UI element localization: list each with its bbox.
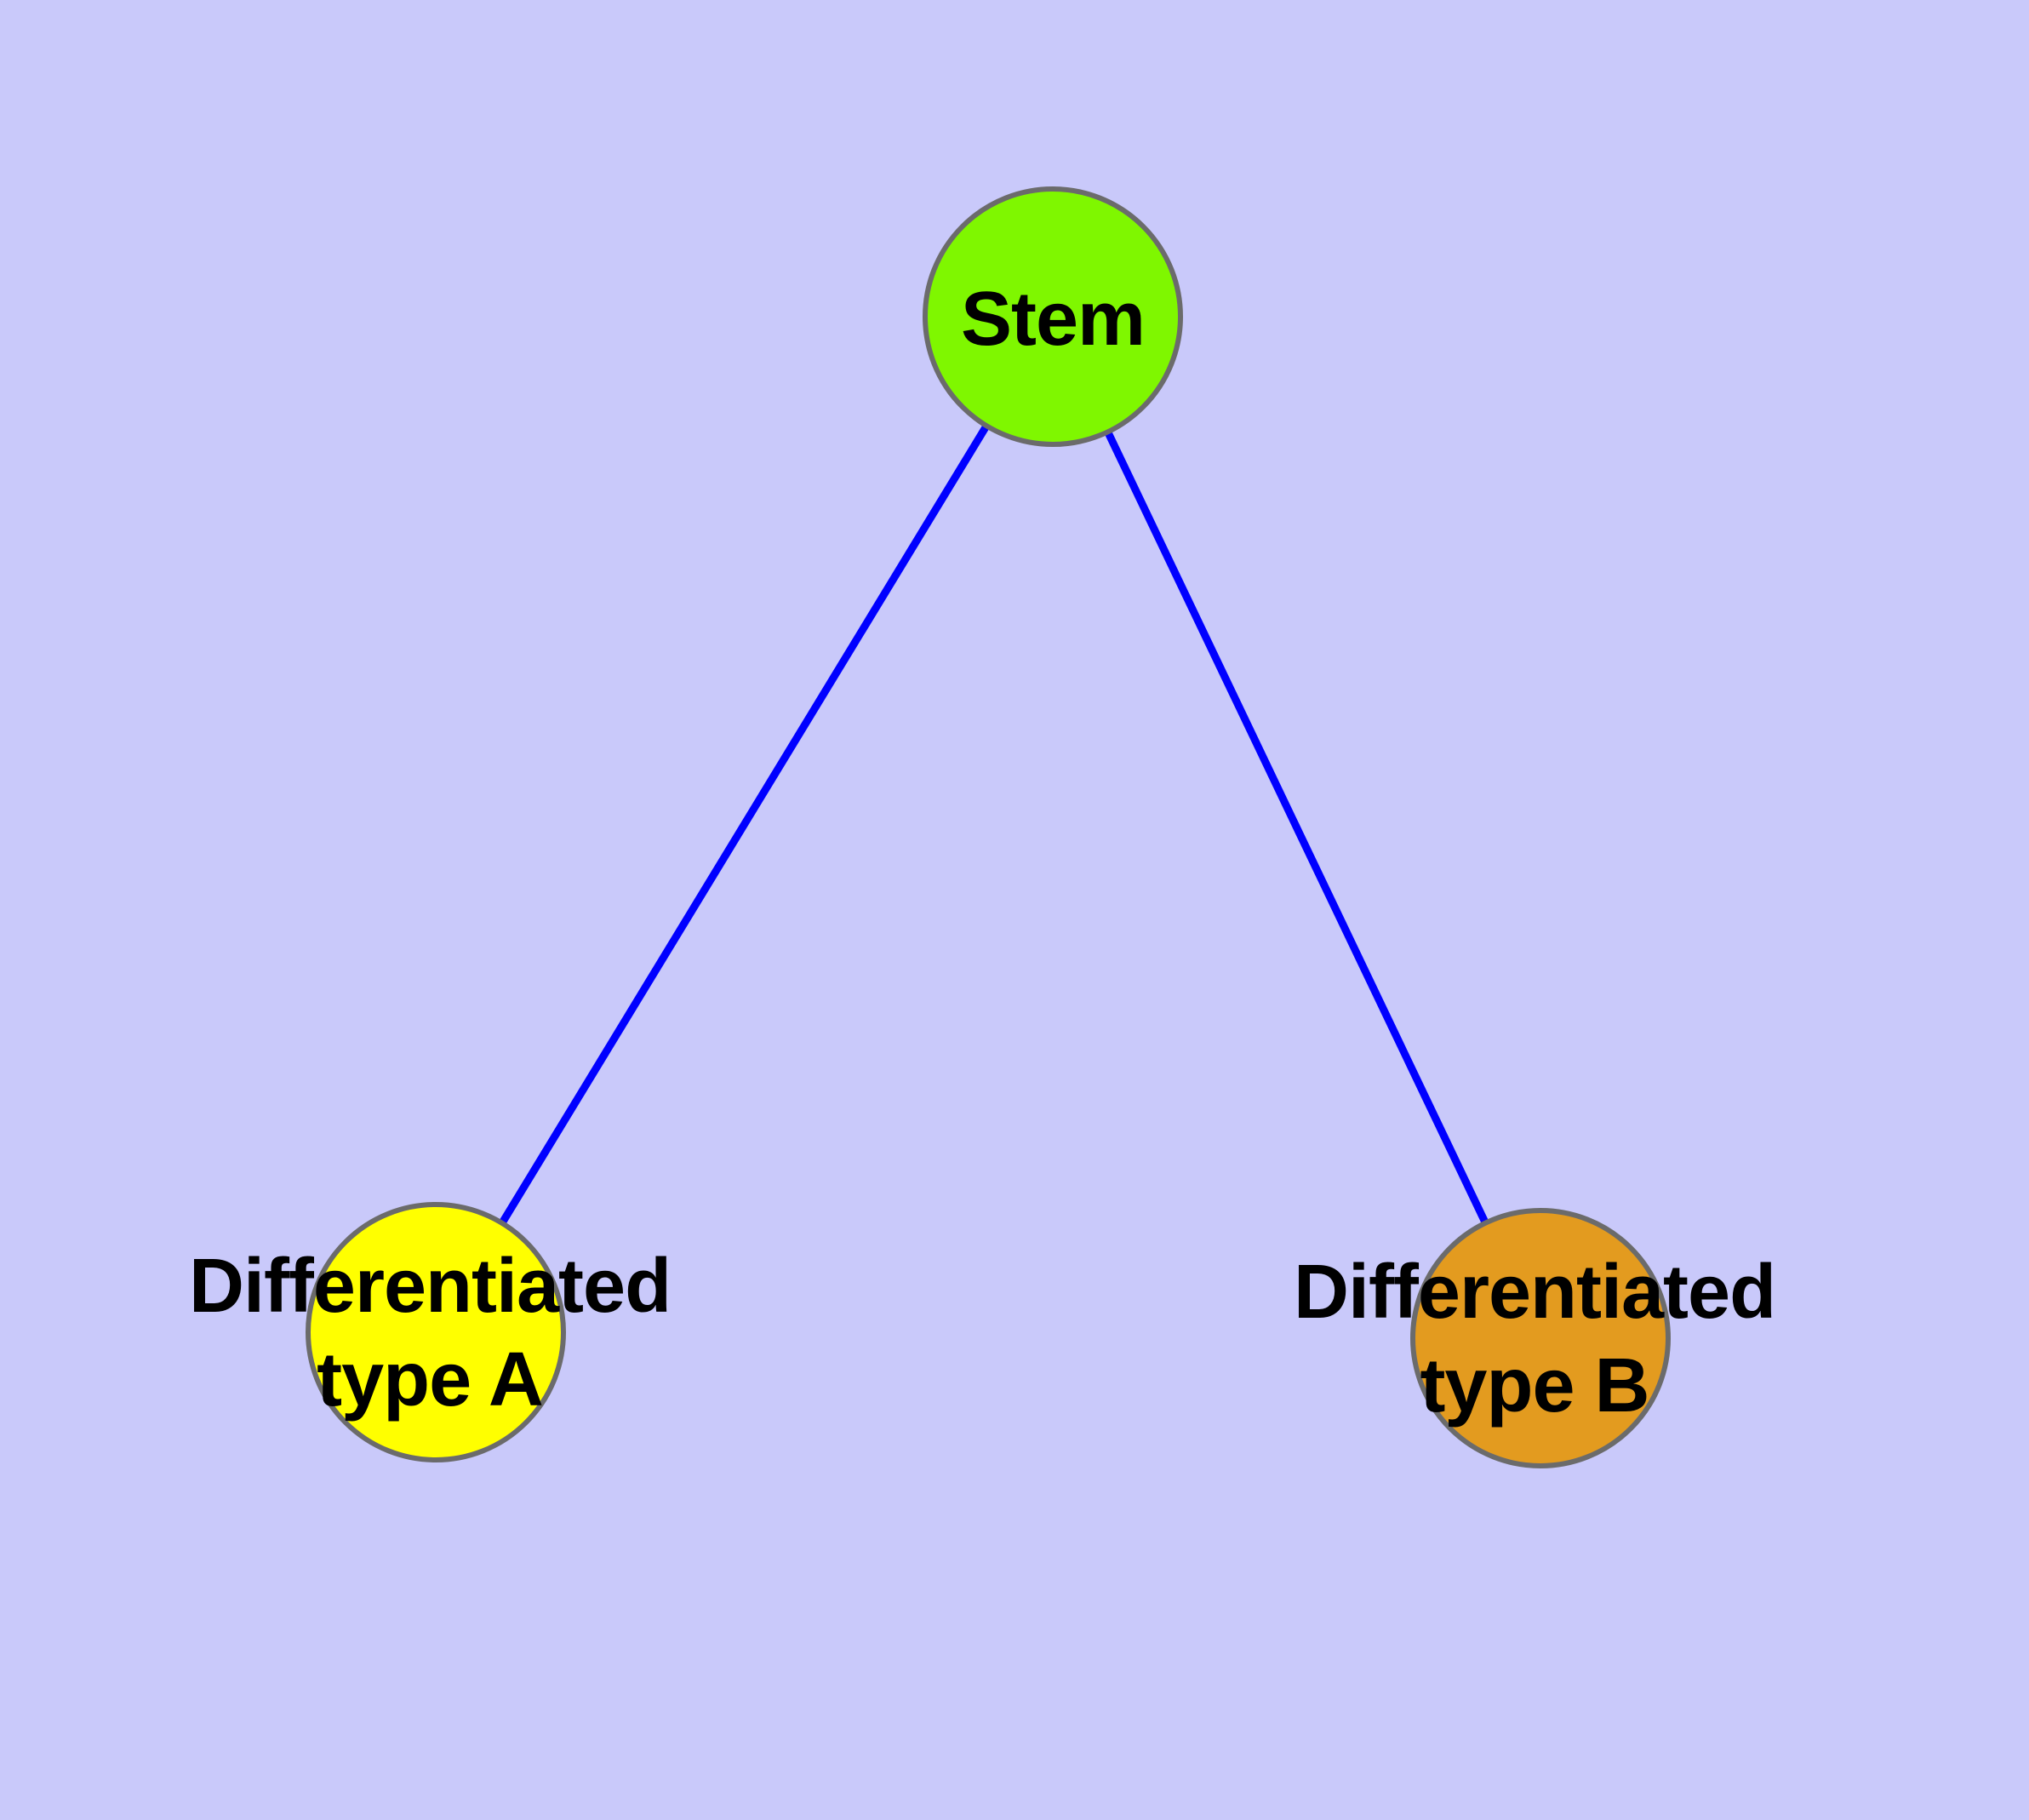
node-typeB-circle bbox=[1410, 1208, 1671, 1468]
node-typeA-circle bbox=[306, 1202, 566, 1462]
node-typeA-label: Differentiated type A bbox=[188, 1244, 672, 1422]
node-stem-circle bbox=[923, 186, 1183, 447]
node-stem-label: Stem bbox=[960, 277, 1146, 363]
edge-stem-typeB bbox=[1049, 315, 1545, 1340]
node-typeB-label: Differentiated type B bbox=[1293, 1250, 1776, 1428]
edge-stem-typeA bbox=[432, 314, 1056, 1335]
